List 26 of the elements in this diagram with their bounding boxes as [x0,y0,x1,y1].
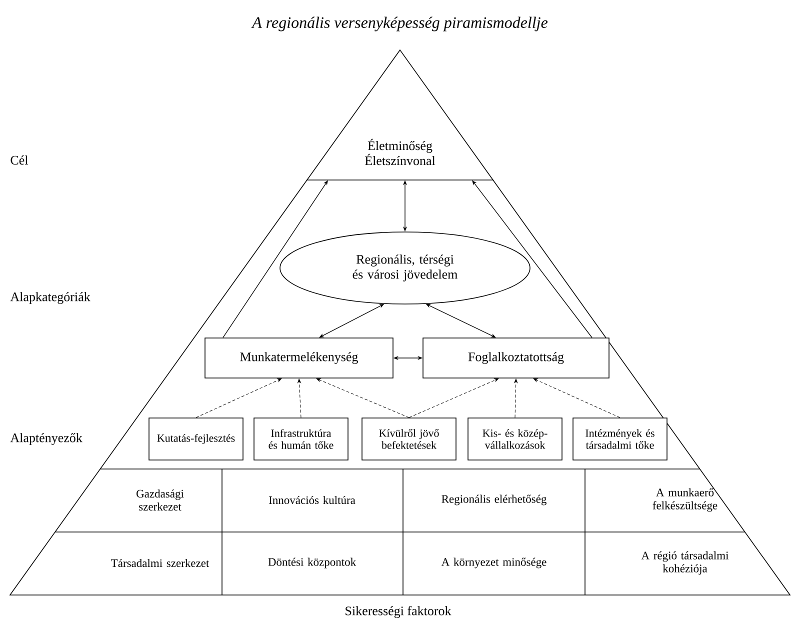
level-label: Cél [10,155,28,165]
table-cell: A régió társadalmi kohéziója [641,551,729,575]
level-label: Alaptényezők [10,433,82,445]
factor-box: Infrastruktúra és humán tőke [254,418,348,460]
arrow [316,378,410,418]
arrow [533,378,620,418]
category-box: Foglalkoztatottság [422,338,610,378]
table-cell: Innovációs kultúra [268,496,356,504]
factor-box: Intézmények és társadalmi tőke [572,418,668,460]
factor-box: Kívülről jövő befektetések [362,418,456,460]
arrow [514,378,518,418]
factor-box: Kis- és közép-vállalkozások [468,418,562,460]
title: A regionális versenyképesség piramismodellje [251,16,548,32]
table-cell: Gazdasági szerkezet [136,489,184,511]
arrow [196,378,282,418]
table-cell: A munkaerő felkészültsége [652,488,718,512]
base-caption: Sikerességi faktorok [346,606,452,618]
arrow [298,378,302,418]
arrow [408,378,499,418]
table-cell: Társadalmi szerkezet [111,558,210,568]
category-box: Munkatermelékenység [204,338,394,378]
level-label: Alapkategóriák [10,292,90,304]
table-cell: Regionális elérhetőség [442,494,546,506]
table-cell: Döntési központok [268,558,356,568]
table-cell: A környezet minősége [441,558,546,568]
factor-box: Kutatás-fejlesztés [148,418,244,460]
